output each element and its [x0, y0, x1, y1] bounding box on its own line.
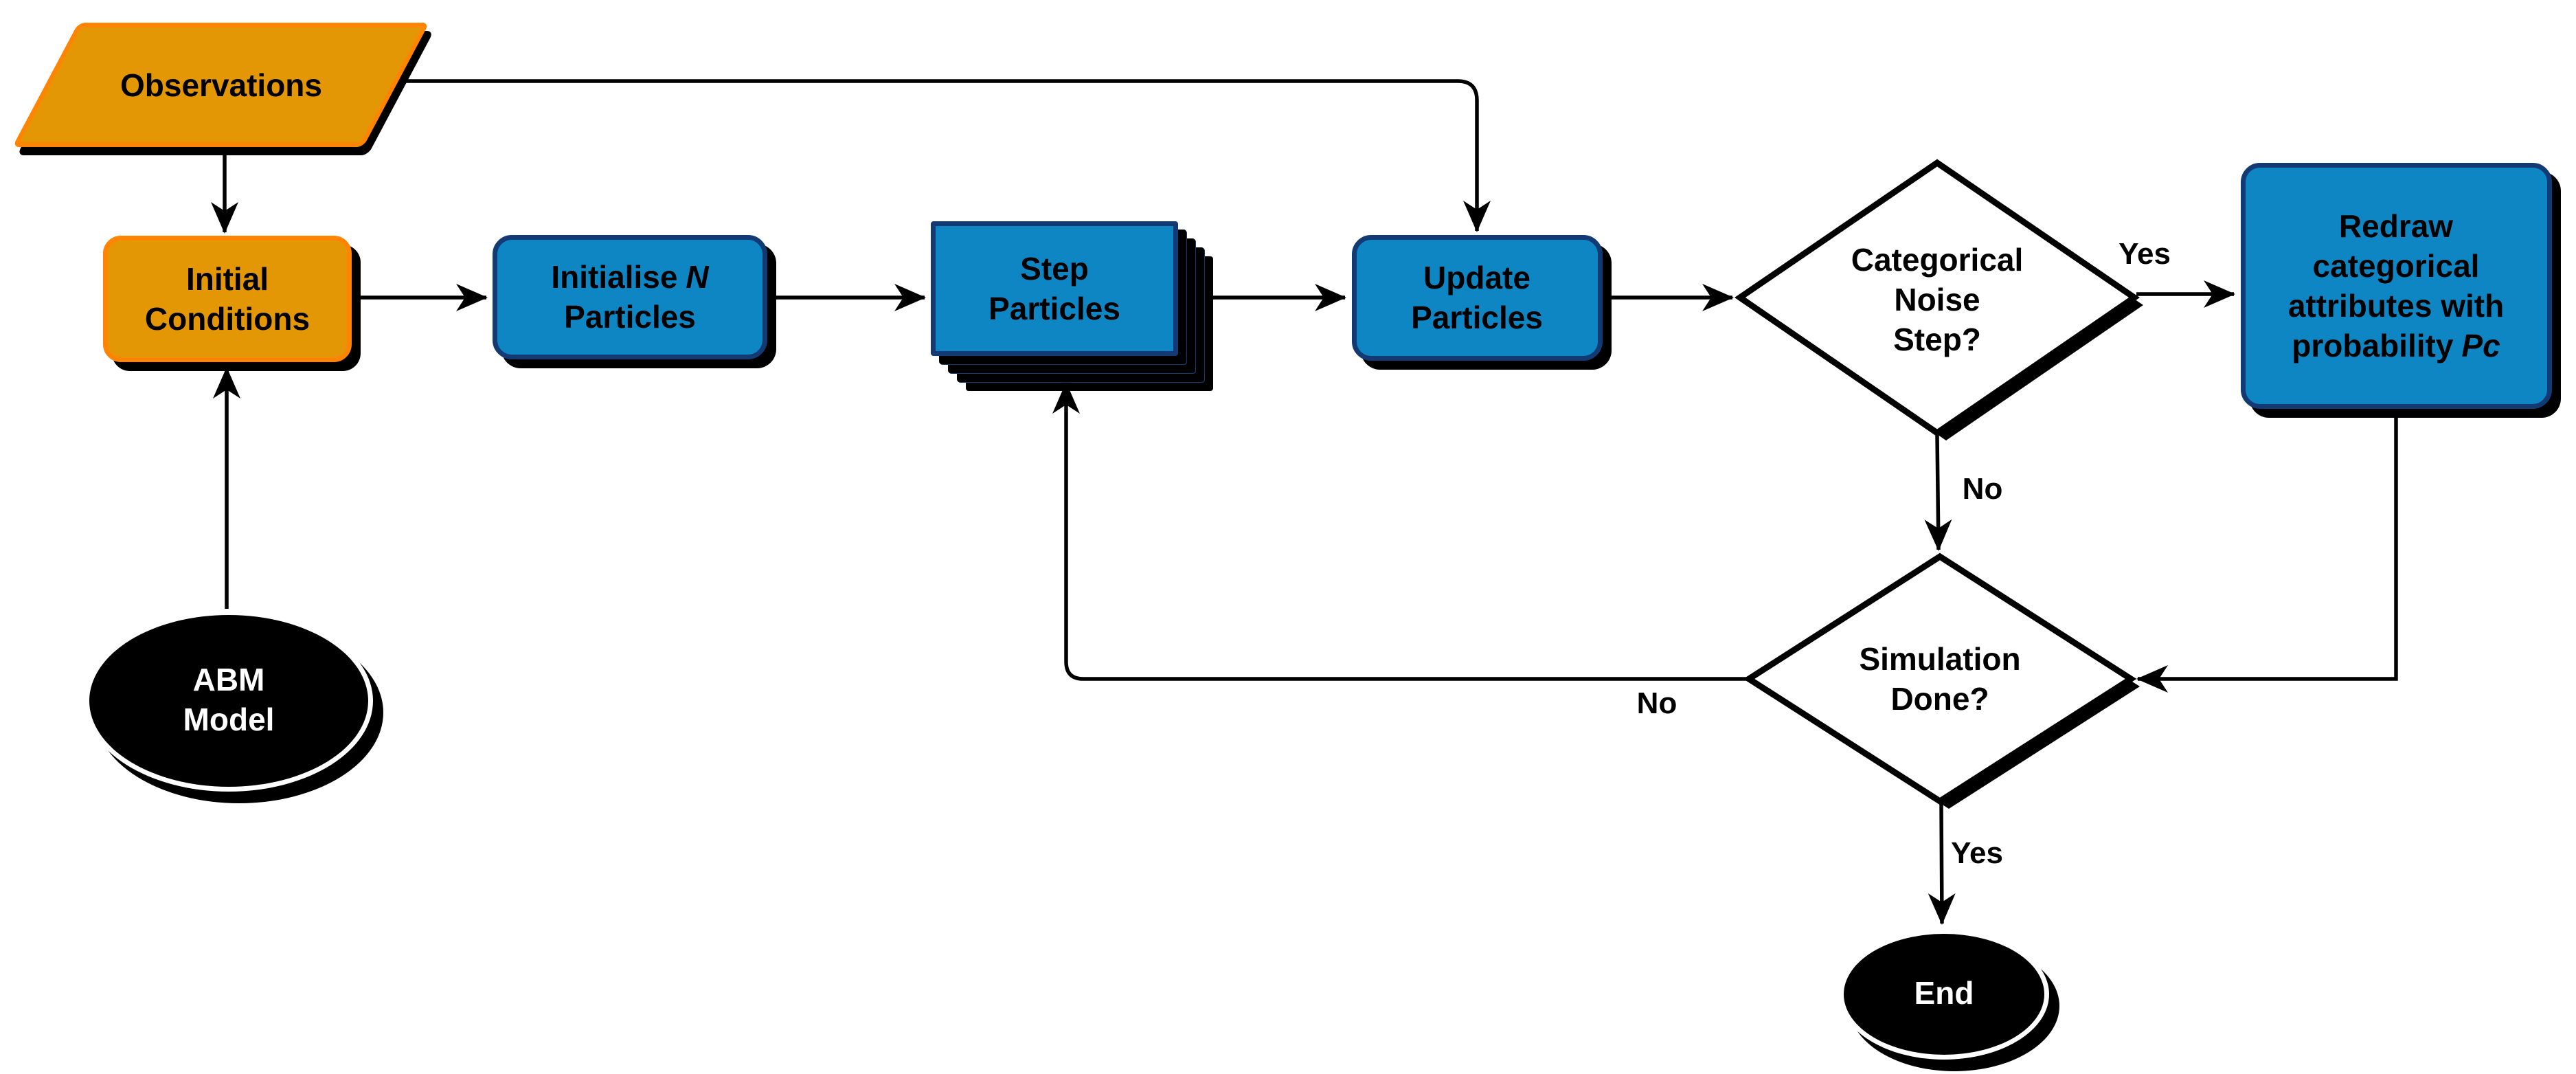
- step-particles-label: Step Particles: [988, 251, 1120, 326]
- edge-simulation-yes-to-end: [1928, 802, 1956, 925]
- observations-label: Observations: [120, 67, 322, 103]
- categorical-noise-label: Categorical Noise Step?: [1851, 242, 2024, 357]
- edge-label-simulation-no: No: [1636, 686, 1677, 720]
- edge-observations-to-update: [401, 79, 1491, 232]
- node-initial-conditions: [103, 236, 352, 362]
- edge-redraw-to-simulation: [2136, 410, 2398, 693]
- edge-categorical-no-to-simulation: [1924, 435, 1952, 551]
- simulation-done-label: Simulation Done?: [1859, 641, 2021, 717]
- end-label: End: [1914, 975, 1974, 1011]
- node-redraw-attributes: [2241, 163, 2552, 409]
- node-abm-model: [84, 610, 373, 792]
- edge-simulation-no-to-step: [1052, 382, 1748, 681]
- node-step-particles: [931, 221, 1233, 400]
- node-update-particles: [1352, 235, 1603, 361]
- update-particles-label: Update Particles: [1411, 260, 1543, 335]
- initial-conditions-label: Initial Conditions: [144, 261, 310, 337]
- edge-label-categorical-yes: Yes: [2119, 237, 2171, 271]
- edge-label-simulation-yes: Yes: [1951, 836, 2003, 870]
- node-end: [1839, 929, 2049, 1060]
- edge-label-categorical-no: No: [1962, 472, 2003, 506]
- node-initialise-particles: [493, 235, 767, 359]
- abm-model-label: ABM Model: [183, 662, 275, 737]
- redraw-attributes-label: Redraw categorical attributes with proba…: [2287, 208, 2505, 363]
